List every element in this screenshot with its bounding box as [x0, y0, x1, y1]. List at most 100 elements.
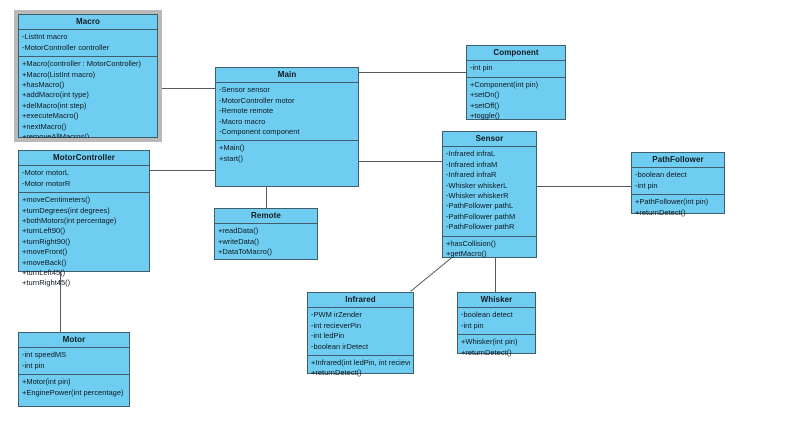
- class-box-motor[interactable]: Motor -int speedMS -int pin +Motor(int p…: [18, 332, 130, 407]
- operation-row: +nextMacro(): [22, 121, 67, 131]
- class-box-pathfollower[interactable]: PathFollower -boolean detect -int pin +P…: [631, 152, 725, 217]
- operation-row: +setOn(): [470, 90, 500, 100]
- class-box-remote[interactable]: Remote +readData() +writeData() +DataToM…: [214, 208, 318, 260]
- class-box-motorcontroller[interactable]: MotorController -Motor motorL -Motor mot…: [18, 150, 150, 287]
- class-operations-component: +Component(int pin) +setOn() +setOff() +…: [467, 78, 565, 125]
- operation-row: +readData(): [218, 226, 259, 236]
- operation-row: +Motor(int pin): [22, 377, 71, 387]
- class-attributes-main: -Sensor sensor -MotorController motor -R…: [216, 83, 358, 142]
- attribute-row: -Whisker whiskerR: [446, 191, 509, 201]
- attribute-row: -int pin: [22, 360, 45, 370]
- attribute-row: -Component component: [219, 127, 300, 137]
- class-operations-pathfollower: +PathFollower(int pin) +returnDetect(): [632, 195, 724, 221]
- class-operations-whisker: +Whisker(int pin) +returnDetect(): [458, 335, 535, 361]
- class-name-macro: Macro: [19, 15, 157, 31]
- attribute-row: -MotorController motor: [219, 95, 295, 105]
- class-box-macro[interactable]: Macro -ListInt macro -MotorController co…: [14, 10, 162, 142]
- attribute-row: -int pin: [461, 320, 484, 330]
- operation-row: +addMacro(int type): [22, 90, 89, 100]
- attribute-row: -PathFollower pathM: [446, 211, 516, 221]
- class-attributes-motor: -int speedMS -int pin: [19, 348, 129, 376]
- attribute-row: -Motor motorR: [22, 178, 71, 188]
- association-sensor-pathfollower: [537, 186, 631, 187]
- attribute-row: -int pin: [635, 180, 658, 190]
- association-sensor-whisker: [495, 258, 496, 292]
- class-name-pathfollower: PathFollower: [632, 153, 724, 169]
- operation-row: +Main(): [219, 143, 245, 153]
- operation-row: +Infrared(int ledPin, int recieverPin): [311, 358, 410, 368]
- class-box-main[interactable]: Main -Sensor sensor -MotorController mot…: [215, 67, 359, 187]
- operation-row: +executeMacro(): [22, 111, 79, 121]
- operation-row: +removeAllMacros(): [22, 132, 90, 142]
- operation-row: +getMacro(): [446, 249, 487, 259]
- attribute-row: -Infrared infraL: [446, 149, 496, 159]
- class-name-whisker: Whisker: [458, 293, 535, 309]
- attribute-row: -boolean detect: [635, 170, 687, 180]
- operation-row: +turnLeft90(): [22, 226, 66, 236]
- operation-row: +turnRight90(): [22, 236, 71, 246]
- operation-row: +start(): [219, 153, 243, 163]
- class-box-component[interactable]: Component -int pin +Component(int pin) +…: [466, 45, 566, 120]
- class-attributes-sensor: -Infrared infraL -Infrared infraM -Infra…: [443, 147, 536, 237]
- attribute-row: -int pin: [470, 63, 493, 73]
- attribute-row: -Whisker whiskerL: [446, 180, 508, 190]
- operation-row: +turnLeft45(): [22, 268, 66, 278]
- class-attributes-motorcontroller: -Motor motorL -Motor motorR: [19, 166, 149, 194]
- operation-row: +EnginePower(int percentage): [22, 387, 124, 397]
- class-box-whisker[interactable]: Whisker -boolean detect -int pin +Whiske…: [457, 292, 536, 357]
- attribute-row: -MotorController controller: [22, 42, 110, 52]
- association-main-component: [359, 72, 467, 73]
- class-operations-remote: +readData() +writeData() +DataToMacro(): [215, 224, 317, 260]
- class-name-motorcontroller: MotorController: [19, 151, 149, 167]
- class-box-infrared[interactable]: Infrared -PWM irZender -int recieverPin …: [307, 292, 414, 377]
- association-main-sensor: [359, 161, 443, 162]
- operation-row: +turnRight45(): [22, 278, 71, 288]
- operation-row: +returnDetect(): [635, 207, 686, 217]
- operation-row: +Component(int pin): [470, 79, 539, 89]
- class-operations-infrared: +Infrared(int ledPin, int recieverPin) +…: [308, 356, 413, 382]
- operation-row: +returnDetect(): [311, 368, 362, 378]
- class-attributes-infrared: -PWM irZender -int recieverPin -int ledP…: [308, 308, 413, 357]
- class-operations-motorcontroller: +moveCentimeters() +turnDegrees(int degr…: [19, 193, 149, 292]
- attribute-row: -int speedMS: [22, 350, 67, 360]
- class-name-infrared: Infrared: [308, 293, 413, 309]
- operation-row: +Macro(controller : MotorController): [22, 59, 141, 69]
- attribute-row: -boolean detect: [461, 310, 513, 320]
- operation-row: +hasCollision(): [446, 238, 496, 248]
- class-operations-main: +Main() +start(): [216, 141, 358, 167]
- attribute-row: -Macro macro: [219, 116, 266, 126]
- attribute-row: -int recieverPin: [311, 320, 362, 330]
- class-operations-macro: +Macro(controller : MotorController) +Ma…: [19, 57, 157, 145]
- class-name-component: Component: [467, 46, 565, 62]
- operation-row: +moveFront(): [22, 247, 68, 257]
- attribute-row: -PathFollower pathR: [446, 222, 515, 232]
- attribute-row: -Sensor sensor: [219, 85, 270, 95]
- attribute-row: -Infrared infraR: [446, 170, 497, 180]
- class-operations-sensor: +hasCollision() +getMacro(): [443, 237, 536, 263]
- association-motorcontroller-motor: [60, 272, 61, 332]
- attribute-row: -Infrared infraM: [446, 159, 498, 169]
- operation-row: +setOff(): [470, 100, 500, 110]
- attribute-row: -Motor motorL: [22, 168, 70, 178]
- operation-row: +delMacro(int step): [22, 100, 87, 110]
- operation-row: +Macro(ListInt macro): [22, 69, 96, 79]
- class-operations-motor: +Motor(int pin) +EnginePower(int percent…: [19, 375, 129, 401]
- class-box-sensor[interactable]: Sensor -Infrared infraL -Infrared infraM…: [442, 131, 537, 258]
- operation-row: +DataToMacro(): [218, 247, 272, 257]
- operation-row: +PathFollower(int pin): [635, 197, 709, 207]
- attribute-row: -PathFollower pathL: [446, 201, 514, 211]
- operation-row: +moveCentimeters(): [22, 195, 91, 205]
- operation-row: +hasMacro(): [22, 80, 65, 90]
- attribute-row: -boolean irDetect: [311, 341, 369, 351]
- operation-row: +toggle(): [470, 111, 500, 121]
- class-attributes-component: -int pin: [467, 61, 565, 78]
- operation-row: +bothMotors(int percentage): [22, 216, 117, 226]
- operation-row: +returnDetect(): [461, 347, 512, 357]
- class-attributes-macro: -ListInt macro -MotorController controll…: [19, 30, 157, 58]
- class-name-remote: Remote: [215, 209, 317, 225]
- association-motorcontroller-main: [150, 170, 216, 171]
- operation-row: +writeData(): [218, 236, 260, 246]
- class-attributes-pathfollower: -boolean detect -int pin: [632, 168, 724, 196]
- operation-row: +moveBack(): [22, 257, 67, 267]
